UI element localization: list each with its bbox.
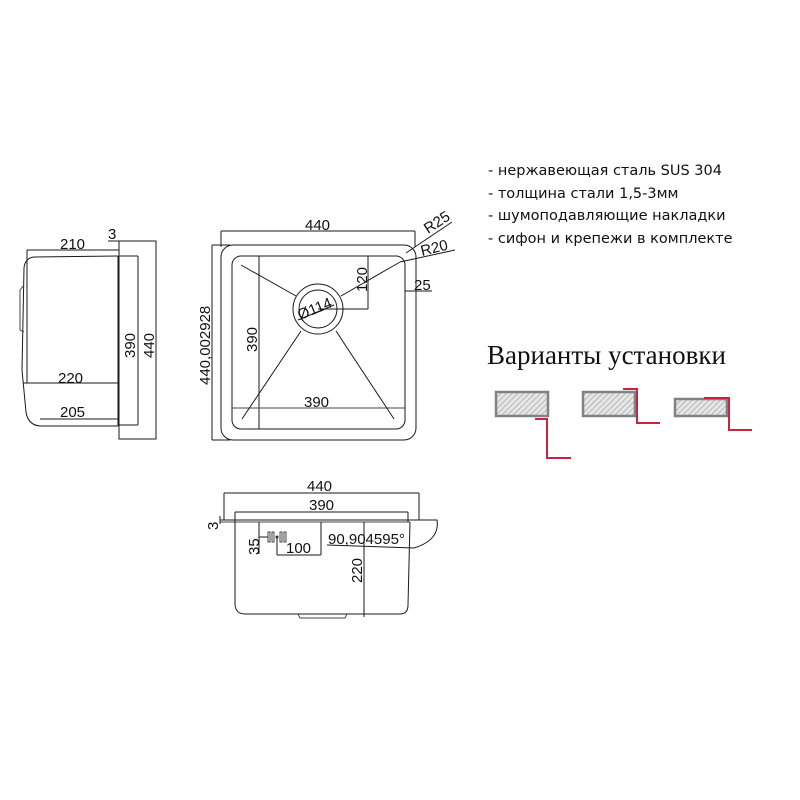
dim-side-205: 205: [60, 404, 85, 421]
spec-item-noise-pads: - шумоподавляющие накладки: [488, 208, 726, 224]
top-view: [211, 221, 456, 441]
dim-rim: 25: [414, 277, 431, 294]
front-view: [219, 492, 438, 619]
spec-item-thickness: - толщина стали 1,5-3мм: [488, 185, 679, 202]
dim-front-440: 440: [307, 478, 332, 495]
dim-front-390: 390: [309, 497, 334, 514]
dim-overflow-width: 100: [286, 540, 311, 557]
dim-side-220: 220: [58, 370, 83, 387]
install-variant-undermount: [494, 390, 571, 459]
dim-inner-radius: R20: [419, 237, 450, 260]
dim-overflow-height: 35: [246, 538, 263, 555]
spec-item-siphon: - сифон и крепежи в комплекте: [488, 230, 733, 247]
side-view: [19, 240, 157, 440]
install-variant-overmount: [673, 397, 752, 431]
install-variant-flush: [581, 388, 660, 424]
install-variants-title: Варианты установки: [487, 340, 726, 370]
dim-angle: 90,904595°: [328, 531, 405, 548]
dim-top-inner-width: 390: [304, 394, 329, 411]
dim-drain-offset: 120: [354, 267, 371, 292]
spec-list: - нержавеющая сталь SUS 304 - толщина ст…: [488, 160, 733, 250]
dim-drain-diameter: Ø114: [295, 295, 334, 324]
dim-side-440: 440: [141, 333, 158, 358]
dim-front-depth: 220: [349, 558, 366, 583]
dim-side-210: 210: [60, 236, 85, 253]
dim-top-inner-height: 390: [244, 327, 261, 352]
dim-front-thickness: 3: [205, 522, 222, 530]
dim-side-390: 390: [122, 333, 139, 358]
spec-item-material: - нержавеющая сталь SUS 304: [488, 163, 722, 179]
dim-side-thickness: 3: [108, 226, 116, 243]
dim-outer-radius: R25: [421, 208, 453, 237]
dim-top-440: 440: [305, 217, 330, 234]
dim-top-height: 440,002928: [197, 306, 214, 385]
